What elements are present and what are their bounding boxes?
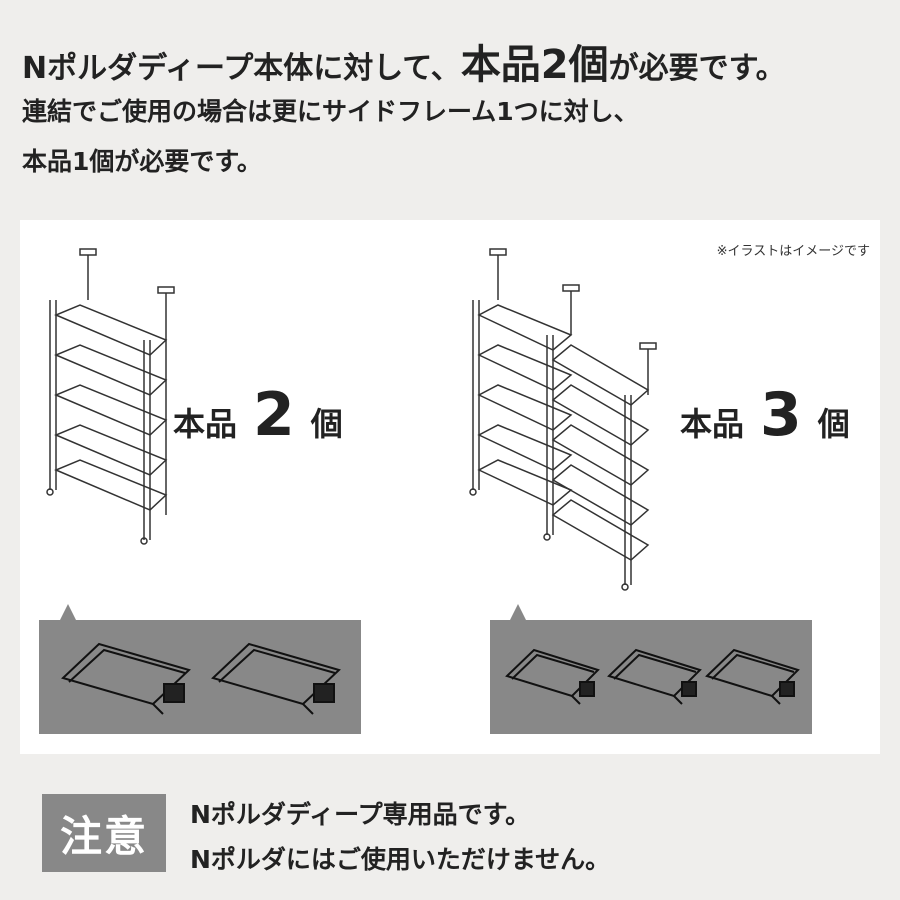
heading-line-1-emphasis: 本品2個 [460, 42, 609, 88]
left-bracket-box [39, 620, 361, 734]
left-count-prefix: 本品 [173, 405, 238, 443]
bracket-part-2 [211, 642, 341, 715]
single-rack-illustration [46, 248, 175, 545]
heading-line-2: 連結でご使用の場合は更にサイドフレーム1つに対し、 [22, 97, 639, 126]
left-callout-pointer [60, 604, 76, 620]
bracket-part-2 [607, 648, 702, 705]
right-count-unit: 個 [817, 405, 850, 443]
warning-line-1: Nポルダディープ専用品です。 [190, 800, 531, 829]
right-count-prefix: 本品 [680, 405, 745, 443]
left-count-number: 2 [253, 380, 295, 450]
bracket-part-1 [505, 648, 600, 705]
heading-line-1-prefix: Nポルダディープ本体に対して、 [22, 51, 461, 86]
right-bracket-box [490, 620, 812, 734]
warning-line-2: Nポルダにはご使用いただけません。 [190, 845, 611, 874]
warning-badge: 注意 [42, 794, 166, 872]
heading-line-1-suffix: が必要です。 [608, 51, 786, 86]
heading-line-1: Nポルダディープ本体に対して、本品2個が必要です。 [22, 32, 786, 90]
right-count-number: 3 [760, 380, 802, 450]
left-count-unit: 個 [310, 405, 343, 443]
right-callout-pointer [510, 604, 526, 620]
bracket-part-1 [61, 642, 191, 715]
bracket-part-3 [705, 648, 800, 705]
heading-line-3: 本品1個が必要です。 [22, 147, 262, 176]
linked-rack-illustration [469, 248, 657, 591]
illustration-note: ※イラストはイメージです [716, 244, 870, 259]
